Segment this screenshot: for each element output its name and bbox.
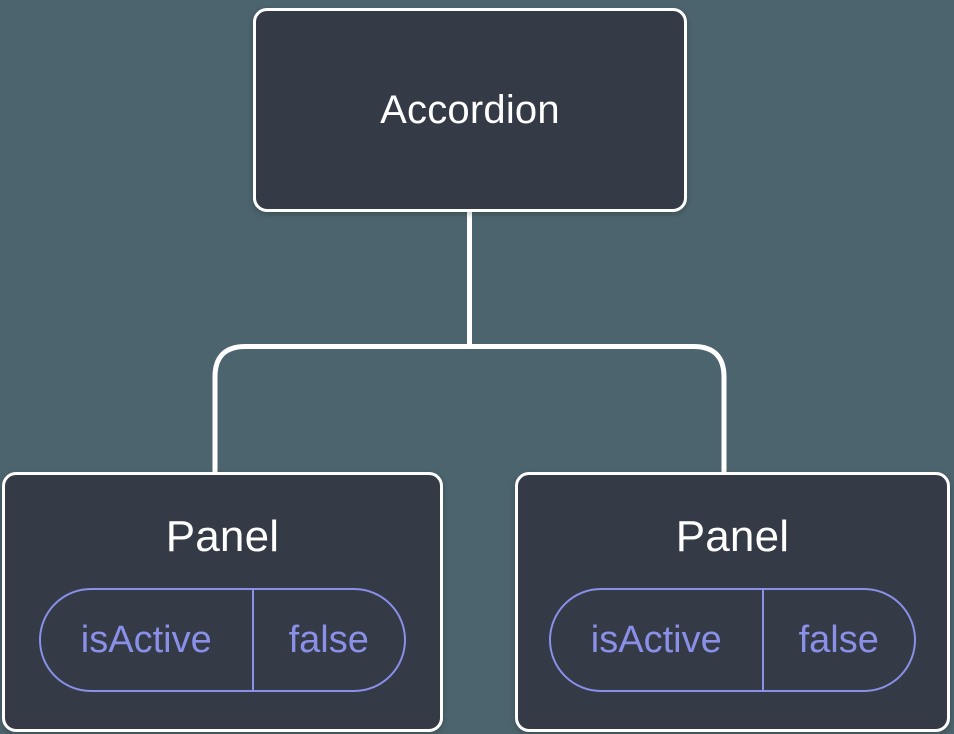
component-node-panel-left: Panel isActive false	[2, 472, 443, 732]
accordion-node-label: Accordion	[380, 87, 560, 132]
state-pill: isActive false	[39, 588, 406, 692]
panel-node-label: Panel	[675, 512, 790, 561]
component-node-panel-right: Panel isActive false	[515, 472, 950, 732]
state-key-label: isActive	[41, 590, 254, 690]
state-pill: isActive false	[549, 588, 916, 692]
state-value-label: false	[798, 618, 879, 661]
connector-branch-to-panels	[212, 344, 727, 472]
component-node-accordion: Accordion	[253, 8, 687, 212]
state-value-label: false	[288, 618, 369, 661]
panel-node-label: Panel	[165, 512, 280, 561]
state-key-label: isActive	[551, 590, 764, 690]
